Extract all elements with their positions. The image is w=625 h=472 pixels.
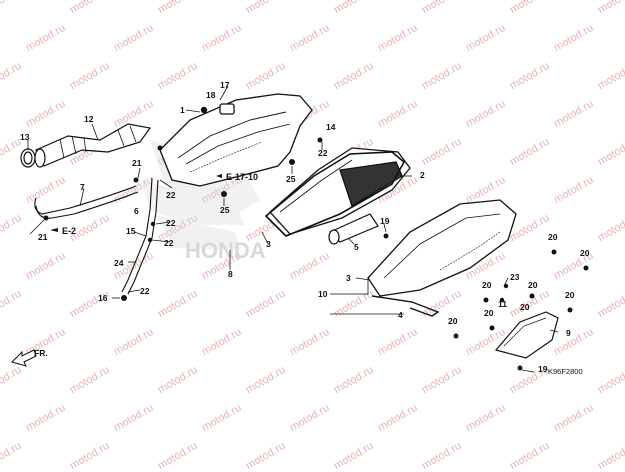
screw-20a: [551, 249, 557, 255]
reference-callouts: E-17-10 E-2: [50, 172, 258, 236]
screw-17: [200, 106, 208, 114]
front-arrow-icon: [11, 349, 37, 367]
label-part-20a: 20: [548, 232, 558, 242]
label-part-20d: 20: [528, 280, 538, 290]
label-part-8: 8: [228, 269, 233, 279]
ref-e-17-10: E-17-10: [226, 172, 258, 182]
label-part-22c: 22: [164, 238, 174, 248]
label-part-12: 12: [84, 114, 94, 124]
part-10-lower-case: [367, 199, 517, 297]
label-part-16: 16: [98, 293, 108, 303]
part-13-clamp: [20, 148, 36, 168]
label-part-20f: 20: [484, 308, 494, 318]
bolt-1a: [157, 145, 163, 151]
ref-e-2: E-2: [62, 226, 76, 236]
label-part-6: 6: [134, 206, 139, 216]
label-part-22a: 22: [166, 190, 176, 200]
label-part-7: 7: [80, 182, 85, 192]
screw-20d: [529, 293, 535, 299]
screw-20g: [453, 333, 459, 339]
label-part-21b: 21: [38, 232, 48, 242]
label-part-3b: 3: [346, 273, 351, 283]
label-part-1: 1: [180, 105, 185, 115]
label-part-25a: 25: [286, 174, 296, 184]
screw-20c: [483, 297, 489, 303]
screw-20b: [583, 265, 589, 271]
screw-20e: [567, 307, 573, 313]
part-2-filter-element: [269, 147, 411, 235]
label-part-21a: 21: [132, 158, 142, 168]
label-part-24: 24: [114, 258, 124, 268]
clip-11: [499, 297, 505, 303]
front-direction-indicator: FR.: [11, 348, 48, 367]
clip-21a: [133, 177, 139, 183]
diagram-code: K96F2800: [548, 367, 583, 376]
clip-22a: [150, 221, 156, 227]
label-part-15: 15: [126, 226, 136, 236]
label-part-13: 13: [20, 132, 30, 142]
label-part-2: 2: [420, 170, 425, 180]
front-label: FR.: [34, 348, 48, 358]
label-part-22d: 22: [140, 286, 150, 296]
clip-22b: [147, 237, 153, 243]
bolt-25a: [289, 159, 295, 165]
label-part-22e: 22: [318, 148, 328, 158]
part-4-seal: [371, 295, 440, 317]
part-7-hose: [34, 185, 139, 219]
leader-lines: [27, 85, 559, 373]
label-part-20c: 20: [482, 280, 492, 290]
label-part-20h: 20: [520, 302, 530, 312]
label-part-4: 4: [398, 310, 403, 320]
part-labels: 1 2 3 3 4 5 6 7 8 9 10 11 12 13 14 15 16…: [20, 80, 590, 374]
label-part-3a: 3: [266, 239, 271, 249]
label-part-5: 5: [354, 242, 359, 252]
label-part-14: 14: [326, 122, 336, 132]
screw-20f: [489, 325, 495, 331]
label-part-22b: 22: [166, 218, 176, 228]
part-3-gasket: [264, 151, 406, 237]
label-part-20g: 20: [448, 316, 458, 326]
part-12-intake-duct: [34, 123, 152, 168]
bolt-14: [317, 137, 323, 143]
label-part-10: 10: [318, 289, 328, 299]
label-part-19b: 19: [538, 364, 548, 374]
bolt-19a: [383, 233, 389, 239]
label-part-20e: 20: [565, 290, 575, 300]
plug-16: [121, 295, 127, 301]
fasteners: [43, 106, 589, 371]
honda-wordmark-watermark: HONDA: [185, 238, 266, 263]
label-part-19a: 19: [380, 216, 390, 226]
part-5-funnel: [328, 213, 379, 245]
label-part-23: 23: [510, 272, 520, 282]
bolt-25b: [221, 191, 227, 197]
bolt-19b: [517, 365, 523, 371]
label-part-20b: 20: [580, 248, 590, 258]
part-9-cover-plate: [494, 311, 559, 359]
clip-21b: [43, 215, 49, 221]
part-upper-case-cover: [159, 93, 313, 187]
label-part-17: 17: [220, 80, 230, 90]
label-part-11: 11: [498, 299, 507, 309]
label-part-25b: 25: [220, 205, 230, 215]
label-part-9: 9: [566, 328, 571, 338]
label-part-18: 18: [206, 90, 216, 100]
